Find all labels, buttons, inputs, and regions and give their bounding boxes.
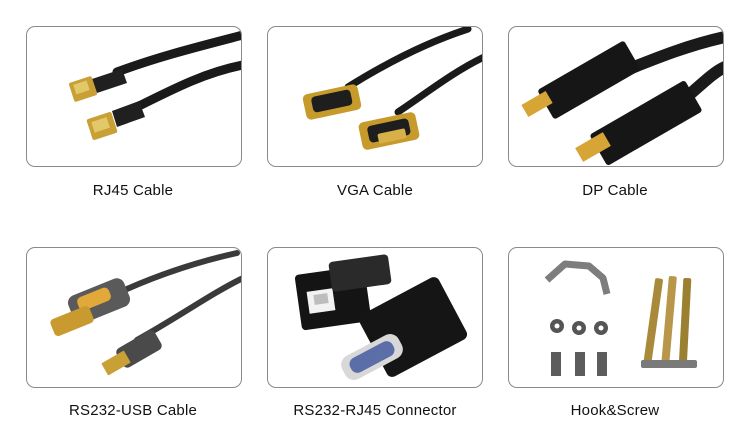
product-card-dp[interactable] [508,26,724,167]
product-card-hook-screw[interactable] [508,247,724,388]
product-card-vga[interactable] [267,26,483,167]
displayport-cable-icon [521,31,723,165]
product-card-rs232-rj45[interactable] [267,247,483,388]
caption-vga-cable: VGA Cable [336,182,413,199]
caption-rs232-usb-cable: RS232-USB Cable [68,402,198,419]
vga-cable-icon [302,27,482,150]
rs232-usb-cable-icon [50,250,241,376]
caption-hook-screw: Hook&Screw [570,402,660,419]
caption-rj45-cable: RJ45 Cable [92,182,174,199]
caption-dp-cable: DP Cable [582,182,648,199]
caption-rs232-rj45-connector: RS232-RJ45 Connector [293,402,457,419]
rs232-rj45-connector-icon [294,254,468,380]
product-card-rj45[interactable] [26,26,242,167]
product-card-rs232-usb[interactable] [26,247,242,388]
hook-and-screw-icon [544,260,697,376]
rj45-cable-icon [69,30,241,140]
